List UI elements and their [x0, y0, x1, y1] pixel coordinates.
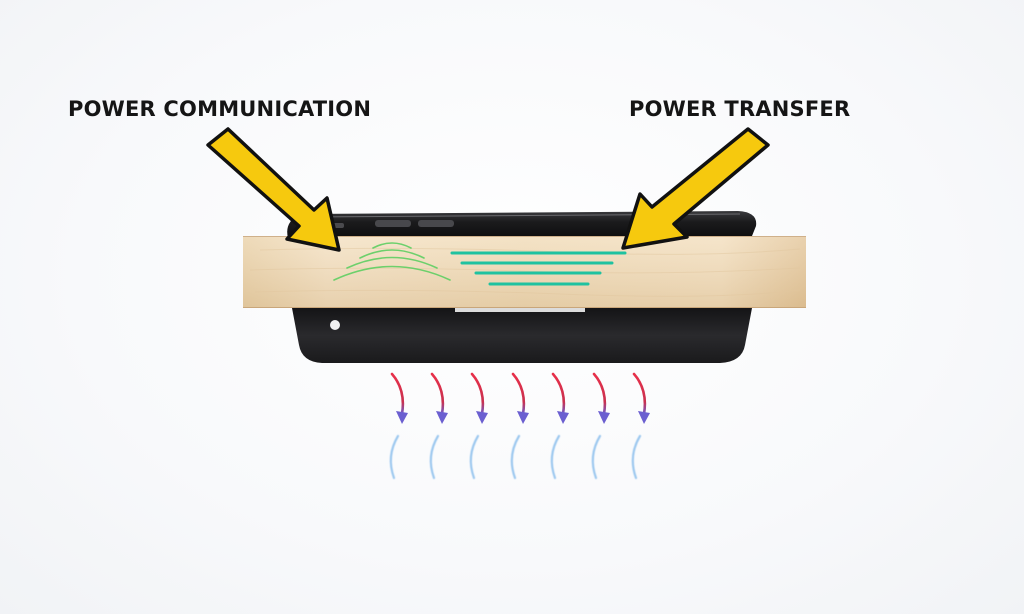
transfer-waves: [450, 251, 627, 286]
heat-arrow: [470, 372, 488, 424]
power-transfer-label: POWER TRANSFER: [629, 97, 851, 121]
power-communication-label: POWER COMMUNICATION: [68, 97, 372, 121]
heat-arrow: [511, 372, 529, 424]
heat-arrows: [390, 372, 650, 424]
cool-air-waves: [389, 434, 642, 480]
heat-arrow: [551, 372, 569, 424]
heat-arrow: [430, 372, 448, 424]
arrow-down-left-icon: [621, 127, 770, 250]
heat-arrow: [390, 372, 408, 424]
led-indicator-icon: [330, 320, 340, 330]
wireless-charger: [292, 308, 752, 363]
wooden-surface: [243, 236, 806, 308]
communication-waves: [333, 242, 451, 281]
heat-arrow: [632, 372, 650, 424]
arrow-down-right-icon: [206, 127, 341, 252]
heat-arrow: [592, 372, 610, 424]
